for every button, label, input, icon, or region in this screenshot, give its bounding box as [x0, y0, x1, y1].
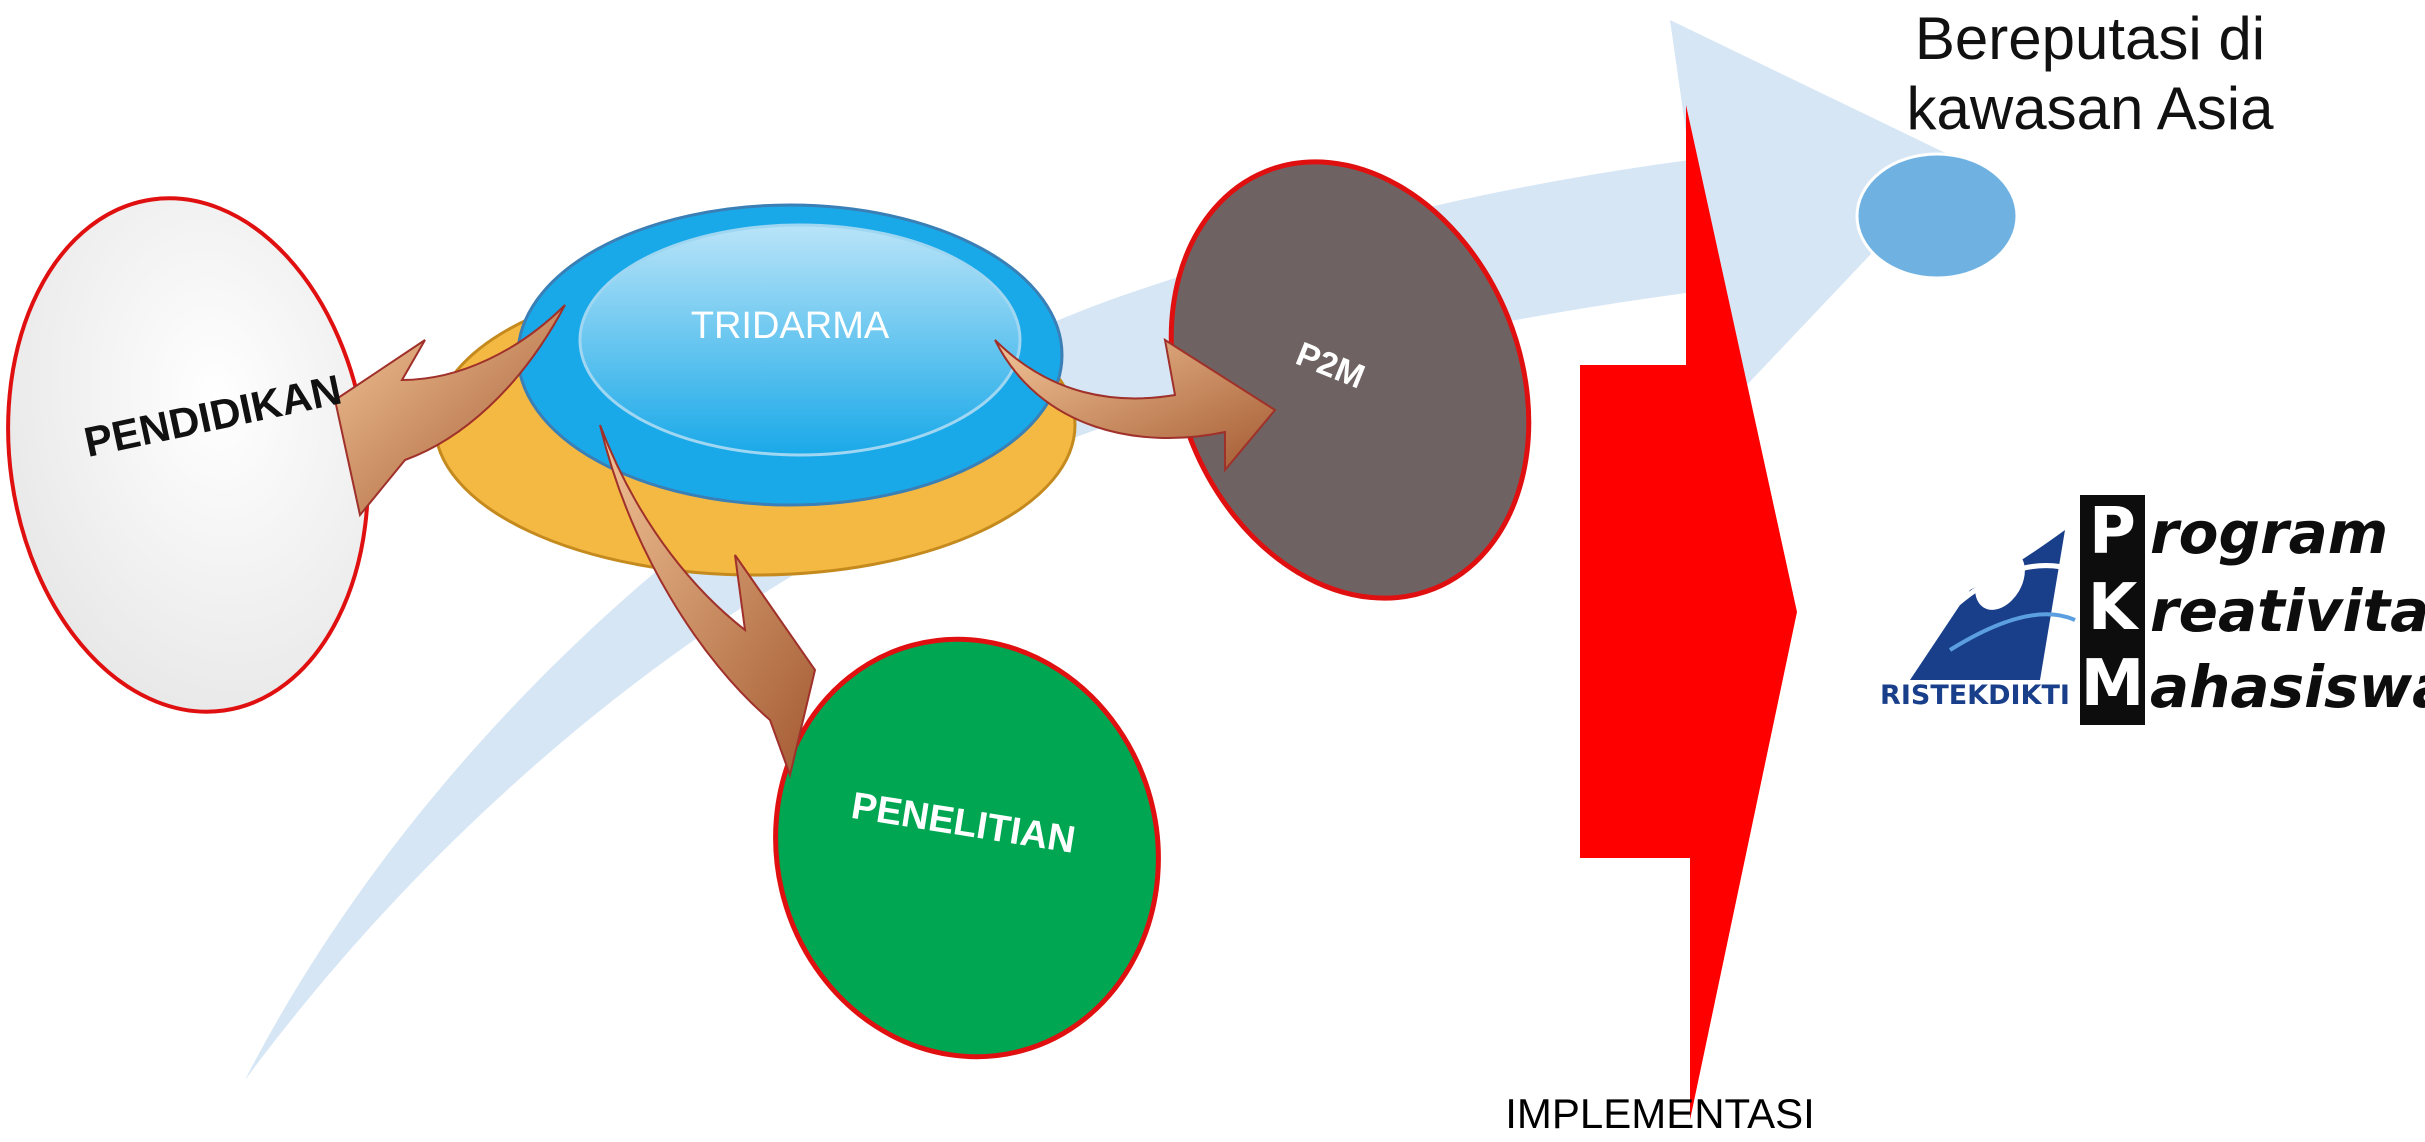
implementation-arrow [1580, 105, 1797, 1120]
arrow-to-p2m [994, 337, 1277, 473]
penelitian-node [773, 636, 1161, 1060]
pkm-word-kreativitas: reativitas [2150, 577, 2425, 645]
ristekdikti-text: RISTEKDIKTI [1880, 680, 2070, 711]
tridarma-hub [578, 223, 1022, 457]
ristekdikti-emblem-icon [1895, 530, 2076, 680]
pkm-letter-k: K [2087, 571, 2138, 645]
pkm-letter-p: P [2089, 495, 2136, 569]
pkm-logo: RISTEKDIKTI P K M rogram reativitas ahas… [1880, 495, 2425, 730]
pendidikan-node [6, 196, 370, 714]
p2m-node [1168, 159, 1532, 601]
swoosh-arrow [245, 20, 1960, 1080]
implementation-label: IMPLEMENTASI [1505, 1090, 1815, 1137]
goal-title-line-2: kawasan Asia [1906, 75, 2274, 142]
goal-ellipse [1855, 152, 2019, 280]
pkm-word-program: rogram [2150, 499, 2389, 567]
pkm-letter-m: M [2080, 647, 2145, 721]
tridarma-label: TRIDARMA [690, 305, 890, 347]
arrow-to-penelitian [599, 424, 817, 779]
arrow-to-pendidikan [333, 304, 566, 518]
pkm-letter-bar [2080, 495, 2145, 725]
pkm-word-mahasiswa: ahasiswa [2150, 653, 2425, 721]
goal-title-line-1: Bereputasi di [1914, 5, 2266, 72]
goal-title: Bereputasi di kawasan Asia [1880, 4, 2300, 144]
